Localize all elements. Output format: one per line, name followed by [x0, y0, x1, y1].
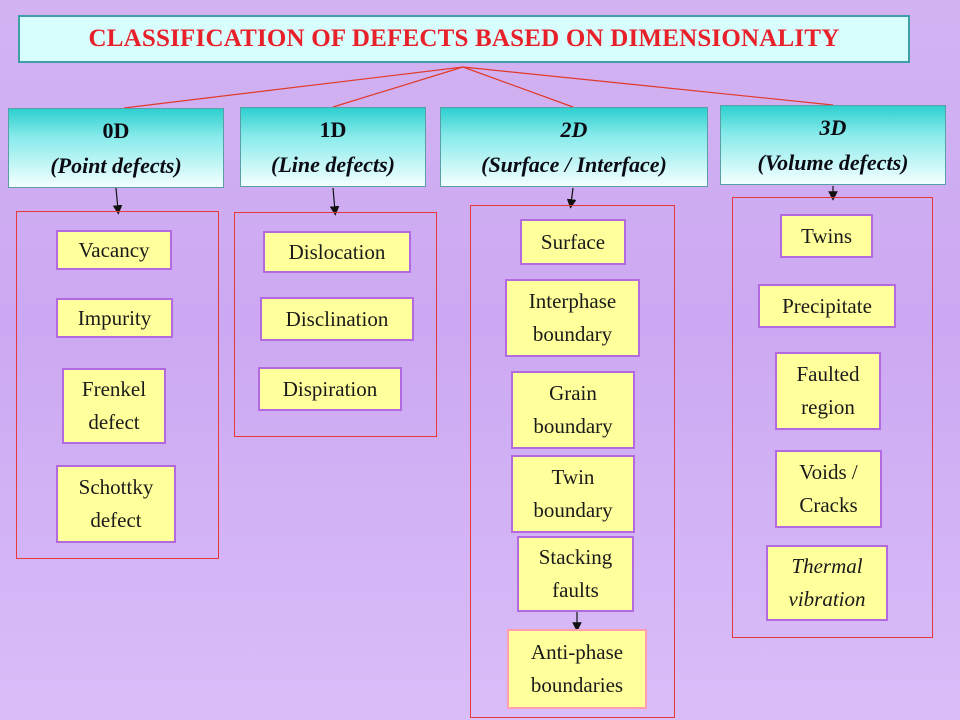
header-1d: 1D (Line defects): [240, 107, 426, 187]
group-3d: [732, 197, 933, 638]
header-2d-subtitle: (Surface / Interface): [481, 152, 667, 177]
header-0d-subtitle: (Point defects): [50, 153, 182, 178]
item-precipitate: Precipitate: [758, 284, 896, 328]
connector-title-to-1d: [332, 66, 464, 108]
diagram-title: CLASSIFICATION OF DEFECTS BASED ON DIMEN…: [18, 15, 910, 63]
connector-title-to-3d: [462, 66, 834, 106]
header-2d-code: 2D: [560, 117, 588, 142]
item-faulted-region: Faulted region: [775, 352, 881, 430]
header-3d: 3D (Volume defects): [720, 105, 946, 185]
item-impurity: Impurity: [56, 298, 173, 338]
item-thermal-vibration: Thermal vibration: [766, 545, 888, 621]
item-frenkel-defect: Frenkel defect: [62, 368, 166, 444]
header-0d: 0D (Point defects): [8, 108, 224, 188]
header-3d-subtitle: (Volume defects): [757, 150, 909, 175]
item-interphase-boundary: Interphase boundary: [505, 279, 640, 357]
item-disclination: Disclination: [260, 297, 414, 341]
item-anti-phase-boundaries: Anti-phase boundaries: [507, 629, 647, 709]
item-vacancy: Vacancy: [56, 230, 172, 270]
arrow-1d-to-group: [329, 187, 340, 216]
header-0d-code: 0D: [102, 118, 130, 143]
item-voids-cracks: Voids / Cracks: [775, 450, 882, 528]
connector-title-to-2d: [462, 66, 574, 108]
item-twins: Twins: [780, 214, 873, 258]
item-stacking-faults: Stacking faults: [517, 536, 634, 612]
group-0d: [16, 211, 219, 559]
item-surface: Surface: [520, 219, 626, 265]
connector-title-to-0d: [123, 66, 464, 109]
group-2d: [470, 205, 675, 718]
header-3d-code: 3D: [819, 115, 847, 140]
item-twin-boundary: Twin boundary: [511, 455, 635, 533]
header-1d-code: 1D: [319, 117, 347, 142]
arrow-2d-to-group: [566, 187, 577, 209]
item-schottky-defect: Schottky defect: [56, 465, 176, 543]
arrow-0d-to-group: [112, 187, 123, 215]
item-dispiration: Dispiration: [258, 367, 402, 411]
item-dislocation: Dislocation: [263, 231, 411, 273]
header-2d: 2D (Surface / Interface): [440, 107, 708, 187]
group-1d: [234, 212, 437, 437]
item-grain-boundary: Grain boundary: [511, 371, 635, 449]
header-1d-subtitle: (Line defects): [271, 152, 395, 177]
